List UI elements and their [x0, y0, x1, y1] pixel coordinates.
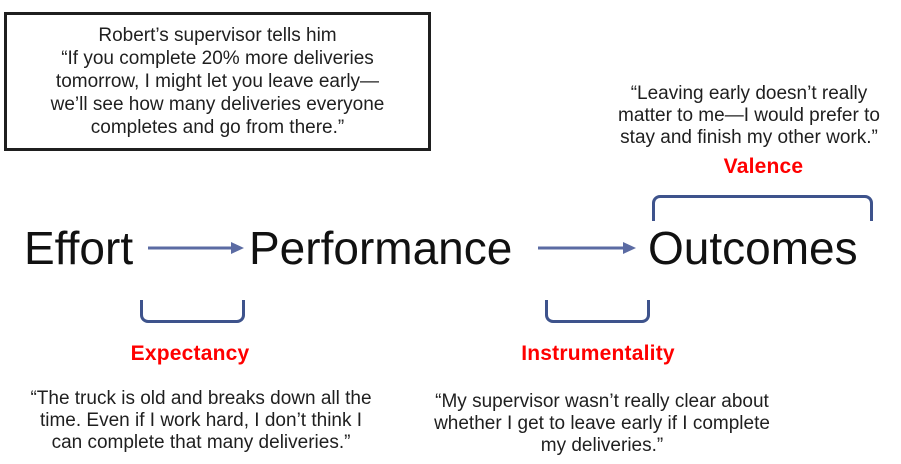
valence-quote: “Leaving early doesn’t really matter to …: [618, 83, 880, 148]
valence-bracket: [652, 195, 873, 221]
effort-performance-arrow: [147, 241, 245, 255]
node-performance: Performance: [249, 222, 513, 274]
expectancy-quote: “The truck is old and breaks down all th…: [30, 388, 372, 453]
instrumentality-label: Instrumentality: [521, 342, 675, 365]
node-outcomes: Outcomes: [648, 222, 858, 274]
performance-outcomes-arrow: [537, 241, 637, 255]
valence-label: Valence: [723, 155, 804, 178]
instrumentality-quote: “My supervisor wasn’t really clear about…: [434, 391, 770, 456]
supervisor-scenario-box: Robert’s supervisor tells him “If you co…: [4, 12, 431, 151]
instrumentality-bracket: [545, 300, 650, 323]
node-effort: Effort: [24, 222, 134, 274]
expectancy-label: Expectancy: [130, 342, 250, 365]
expectancy-bracket: [140, 300, 245, 323]
